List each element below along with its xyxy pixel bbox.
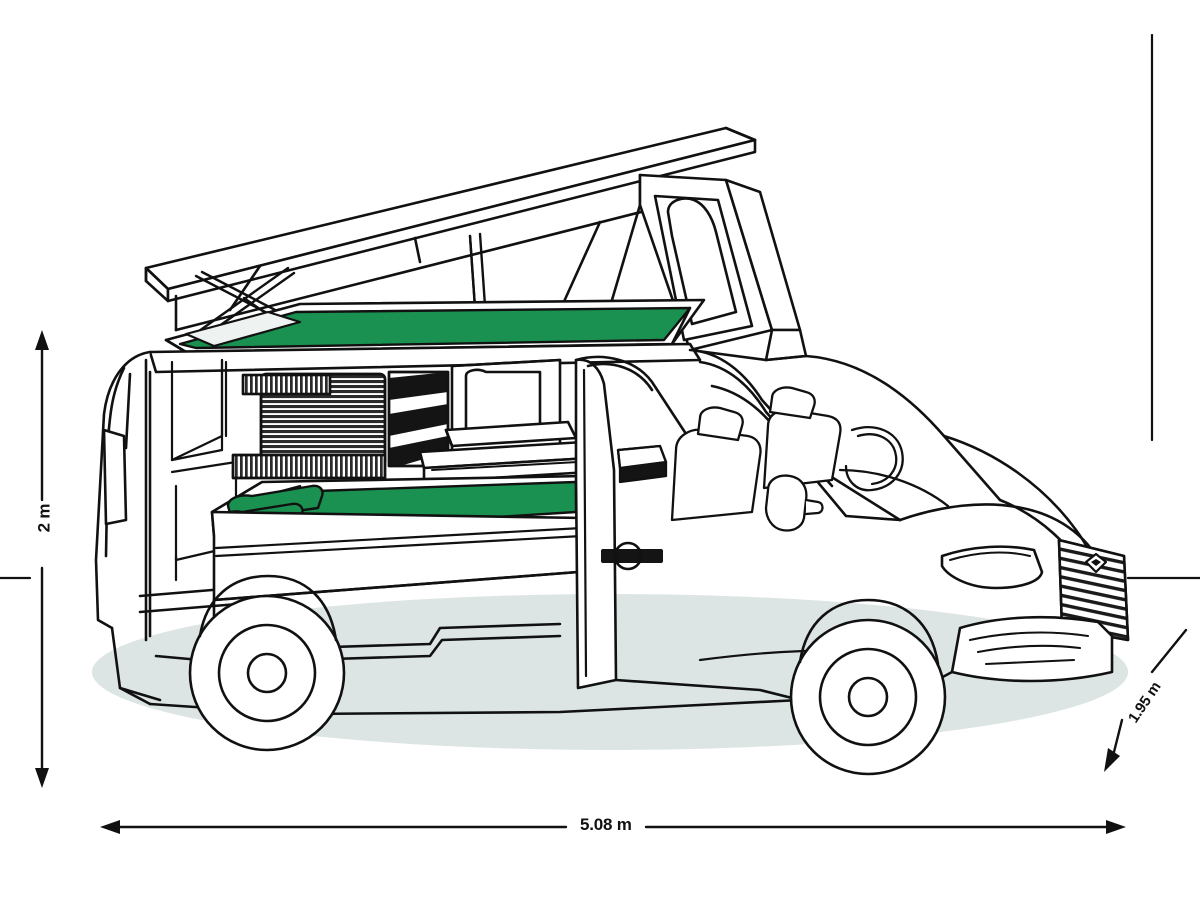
front-wheel [789, 598, 947, 776]
dimension-length [100, 820, 1126, 834]
headlight [940, 545, 1044, 590]
passenger-headrest [768, 386, 816, 420]
front-bumper [950, 615, 1114, 683]
dimension-label-length: 5.08 m [575, 815, 637, 835]
door-handle [601, 541, 663, 571]
upper-bed-base [148, 342, 702, 374]
tail-light [102, 428, 128, 526]
passenger-seat [762, 408, 842, 490]
dimension-depth [1104, 628, 1188, 772]
pop-top-window [666, 197, 738, 326]
rear-vent [241, 373, 332, 396]
pop-top-front [638, 173, 808, 362]
front-body [898, 434, 1130, 683]
pop-top-roof [144, 126, 757, 303]
dimension-height [35, 330, 49, 788]
counter-unit [418, 440, 592, 484]
rear-wheel [188, 574, 346, 752]
driver-seat [670, 428, 762, 522]
driver-headrest [696, 406, 744, 442]
cab-interior [616, 386, 950, 532]
side-mirror [764, 474, 808, 532]
steering-wheel [844, 426, 904, 492]
sliding-door [574, 355, 692, 690]
striped-panel [387, 370, 450, 468]
van-body-rear [94, 350, 240, 706]
upper-bed [164, 298, 706, 354]
upper-bed-panel [184, 310, 302, 348]
lower-bed [210, 474, 586, 602]
dimension-lines [0, 33, 1200, 834]
slat-band [231, 453, 387, 480]
extension-lines [0, 33, 1200, 580]
dimension-label-height: 2 m [34, 503, 54, 533]
